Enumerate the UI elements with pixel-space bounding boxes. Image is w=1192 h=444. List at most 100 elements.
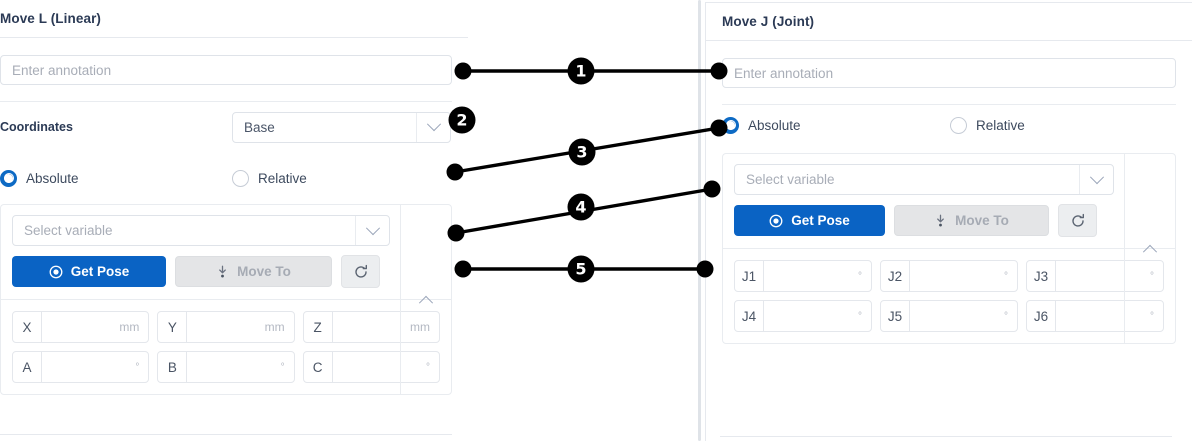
joint-field-j5[interactable]: J5 ° — [880, 300, 1018, 332]
chevron-down-icon[interactable] — [355, 216, 389, 245]
move-to-button-right[interactable]: Move To — [894, 205, 1049, 236]
pose-field-c[interactable]: C ° — [302, 351, 440, 383]
joint-field-j4-label: J4 — [735, 301, 764, 331]
move-j-body: Enter annotation Absolute Relative Selec… — [706, 41, 1192, 344]
radio-relative-left-indicator[interactable] — [232, 169, 249, 187]
pose-field-b-unit[interactable]: ° — [280, 361, 285, 373]
callout-badge-5: 5 — [567, 255, 595, 283]
pose-field-y-unit[interactable]: mm — [264, 320, 285, 334]
panel-splitter[interactable] — [698, 0, 701, 441]
pose-field-x[interactable]: X mm — [12, 311, 150, 343]
pose-field-x-label: X — [13, 312, 42, 342]
pose-field-a-unit[interactable]: ° — [135, 361, 140, 373]
radio-relative-left-label: Relative — [258, 170, 307, 186]
move-to-label-right: Move To — [955, 213, 1009, 228]
pose-field-grid-left: X mm Y mm Z mm A ° B ° — [1, 300, 451, 394]
chevron-down-icon[interactable] — [416, 112, 450, 142]
annotation-input-right[interactable]: Enter annotation — [722, 58, 1176, 88]
joint-field-j6[interactable]: J6 ° — [1026, 300, 1164, 332]
coordinates-label: Coordinates — [0, 120, 73, 134]
pose-field-x-unit[interactable]: mm — [119, 320, 140, 334]
pose-field-y-label: Y — [158, 312, 188, 342]
pose-button-row-right: Get Pose Move To — [734, 204, 1114, 237]
variable-select-left[interactable]: Select variable — [12, 215, 390, 246]
joint-field-j2-unit[interactable]: ° — [1004, 270, 1008, 282]
radio-absolute-left-indicator[interactable] — [0, 169, 17, 187]
radio-absolute-right-label: Absolute — [748, 117, 801, 133]
joint-field-j2[interactable]: J2 ° — [880, 260, 1018, 292]
annotation-placeholder-right: Enter annotation — [734, 65, 834, 81]
divider-left-1 — [0, 101, 452, 102]
pose-field-a[interactable]: A ° — [12, 351, 150, 383]
collapse-toggle-left[interactable] — [400, 205, 451, 394]
refresh-icon — [354, 264, 367, 278]
collapse-toggle-right[interactable] — [1124, 154, 1175, 343]
variable-select-right[interactable]: Select variable — [734, 164, 1114, 195]
joint-field-j4[interactable]: J4 ° — [734, 300, 872, 332]
annotation-input-left[interactable]: Enter annotation — [0, 55, 452, 85]
variable-select-left-value: Select variable — [24, 223, 113, 238]
joint-field-j1-label: J1 — [735, 261, 764, 291]
get-pose-label-left: Get Pose — [70, 264, 130, 279]
move-l-body: Enter annotation Coordinates Base Absolu… — [0, 38, 468, 395]
callout-line — [455, 187, 713, 235]
move-to-icon — [219, 265, 227, 277]
divider-right-bottom — [720, 436, 1172, 437]
radio-relative-right-label: Relative — [976, 117, 1025, 133]
move-l-header: Move L (Linear) — [0, 0, 468, 38]
move-l-panel: Move L (Linear) Enter annotation Coordin… — [0, 0, 468, 441]
annotation-placeholder-left: Enter annotation — [12, 62, 112, 78]
pose-button-row-left: Get Pose Move To — [12, 255, 390, 288]
joint-field-j3-unit[interactable]: ° — [1150, 270, 1154, 282]
joint-field-j1[interactable]: J1 ° — [734, 260, 872, 292]
pose-field-c-unit[interactable]: ° — [425, 361, 430, 373]
radio-absolute-left[interactable]: Absolute — [0, 169, 232, 187]
get-pose-button-left[interactable]: Get Pose — [12, 256, 166, 287]
move-to-button-left[interactable]: Move To — [175, 256, 332, 287]
move-j-header: Move J (Joint) — [706, 3, 1192, 41]
callout-line — [454, 126, 720, 174]
joint-field-j2-label: J2 — [881, 261, 910, 291]
pose-field-b-label: B — [158, 352, 188, 382]
radio-absolute-right-indicator[interactable] — [722, 116, 739, 134]
pose-field-y[interactable]: Y mm — [157, 311, 295, 343]
radio-relative-left[interactable]: Relative — [232, 169, 307, 187]
chevron-up-icon[interactable] — [418, 295, 434, 310]
callout-badge-4: 4 — [567, 193, 595, 221]
coordinates-select[interactable]: Base — [232, 111, 451, 143]
pose-group-separator-left — [1, 299, 451, 300]
refresh-button-right[interactable] — [1058, 204, 1097, 237]
radio-absolute-left-label: Absolute — [26, 170, 79, 186]
radio-relative-right[interactable]: Relative — [950, 116, 1025, 134]
get-pose-button-right[interactable]: Get Pose — [734, 205, 885, 236]
joint-field-j5-label: J5 — [881, 301, 910, 331]
joint-field-j3[interactable]: J3 ° — [1026, 260, 1164, 292]
callout-badge-3: 3 — [568, 138, 596, 166]
variable-select-right-value: Select variable — [746, 172, 835, 187]
radio-relative-right-indicator[interactable] — [950, 116, 967, 134]
joint-field-j6-unit[interactable]: ° — [1150, 310, 1154, 322]
callout-badge-1: 1 — [567, 57, 595, 85]
joint-field-j3-label: J3 — [1027, 261, 1056, 291]
move-j-title: Move J (Joint) — [722, 14, 815, 29]
joint-field-j4-unit[interactable]: ° — [858, 310, 862, 322]
move-to-label-left: Move To — [237, 264, 291, 279]
pose-group-right: Select variable Get Pose — [722, 153, 1176, 344]
pose-field-z[interactable]: Z mm — [302, 311, 440, 343]
pose-controls-right: Select variable Get Pose — [723, 154, 1175, 248]
target-icon — [49, 265, 63, 278]
refresh-button-left[interactable] — [341, 255, 380, 288]
pose-field-z-unit[interactable]: mm — [409, 320, 430, 334]
pose-field-c-label: C — [304, 352, 333, 382]
chevron-down-icon[interactable] — [1079, 165, 1113, 194]
joint-field-j5-unit[interactable]: ° — [1004, 310, 1008, 322]
chevron-up-icon[interactable] — [1142, 244, 1158, 259]
pose-group-separator-right — [723, 248, 1175, 249]
joint-field-j1-unit[interactable]: ° — [858, 270, 862, 282]
mode-radio-group-left: Absolute Relative — [0, 161, 452, 195]
move-to-icon — [937, 214, 945, 226]
target-icon — [769, 214, 783, 227]
radio-absolute-right[interactable]: Absolute — [722, 116, 950, 134]
divider-left-bottom — [0, 434, 452, 435]
pose-field-b[interactable]: B ° — [157, 351, 295, 383]
